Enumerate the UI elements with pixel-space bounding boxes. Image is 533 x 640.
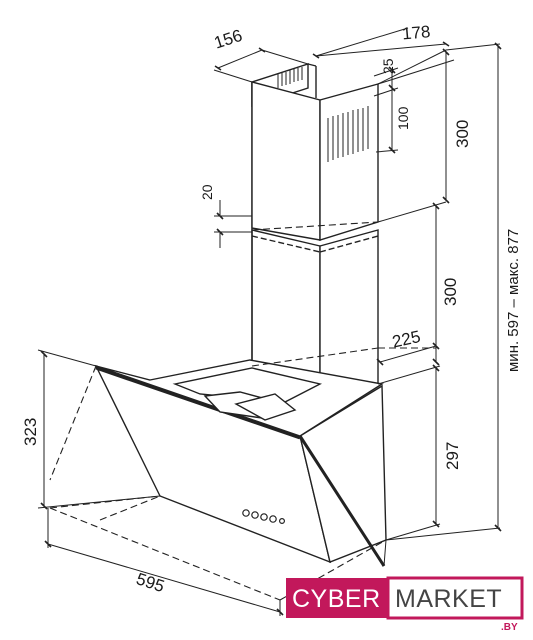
- dim-lower-chimney-height: 300: [441, 278, 460, 306]
- dim-chimney-width: 178: [401, 22, 431, 43]
- upper-vent-slots: [277, 67, 369, 162]
- dim-hood-back-height: 297: [443, 442, 462, 470]
- dimension-lines: [43, 43, 499, 616]
- logo-box-cyber: [286, 578, 388, 618]
- logo-text-by: .BY: [501, 622, 518, 633]
- dim-chimney-gap: 20: [199, 184, 215, 200]
- chimney-lower: [251, 229, 379, 401]
- dim-chimney-depth: 156: [212, 26, 245, 53]
- chimney-upper: [251, 63, 379, 241]
- hood-body: [94, 359, 387, 567]
- dim-total-height-range: мин. 597 – макс. 877: [505, 229, 522, 372]
- dim-vent-offset: 25: [380, 58, 396, 74]
- arrow-ticks: [40, 41, 502, 616]
- dim-hood-front-height: 323: [21, 418, 40, 446]
- logo-text-cyber: CYBER: [292, 585, 381, 613]
- control-buttons: [242, 509, 286, 524]
- dim-hood-width: 595: [134, 569, 167, 596]
- cybermarket-logo: CYBER MARKET .BY: [286, 576, 524, 633]
- logo-box-market: [386, 576, 524, 620]
- dim-vent-height: 100: [395, 106, 411, 130]
- dim-upper-chimney-height: 300: [453, 120, 472, 148]
- logo-text-market: MARKET: [395, 585, 502, 613]
- hidden-edges: [49, 221, 436, 601]
